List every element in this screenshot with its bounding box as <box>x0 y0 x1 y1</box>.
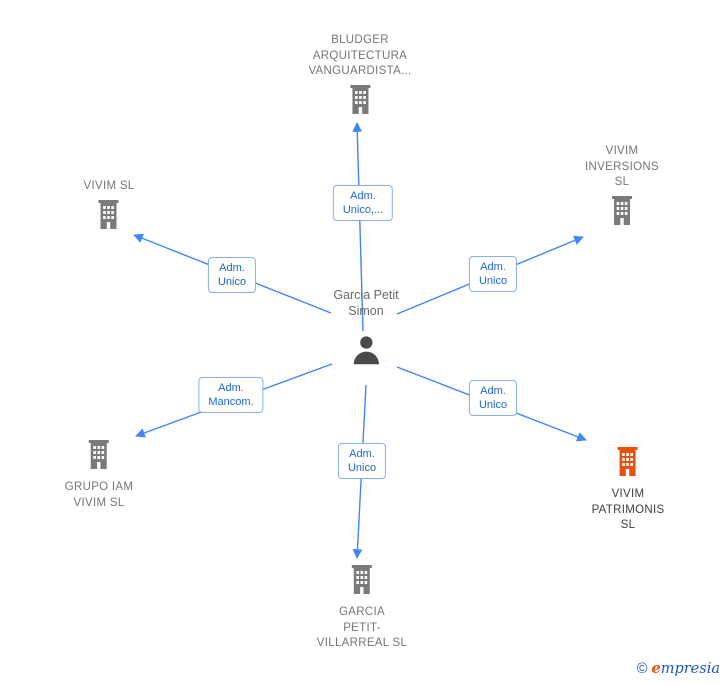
building-icon <box>88 440 109 469</box>
edge-label-adm-unico-garcia-petit-villarreal[interactable]: Adm. Unico <box>337 443 387 479</box>
node-label-line: BLUDGER <box>331 34 389 46</box>
node-label-line: ARQUITECTURA <box>312 49 408 62</box>
node-grupo-iam-vivim[interactable]: GRUPO IAM VIVIM SL <box>65 440 134 511</box>
edge-label-line: Adm. <box>219 262 245 274</box>
node-label-line: VIVIM SL <box>83 180 135 192</box>
brand-wordmark: empresia <box>651 660 720 677</box>
node-label-line: GRUPO IAM <box>64 481 134 493</box>
edge-label-adm-unico-bludger[interactable]: Adm. Unico,... <box>332 185 394 221</box>
building-icon-highlighted <box>617 447 638 476</box>
node-label-line: VILLARREAL SL <box>316 637 408 649</box>
brand-initial: e <box>651 660 661 677</box>
node-label-line: VANGUARDISTA... <box>308 65 412 77</box>
node-bludger-arquitectura[interactable]: BLUDGER ARQUITECTURA VANGUARDISTA... <box>308 33 411 119</box>
node-label: VIVIM PATRIMONIS SL <box>592 487 665 534</box>
building-icon <box>351 565 372 594</box>
arrow-to-bludger <box>352 122 364 332</box>
edge-label-line: Unico <box>478 275 508 287</box>
person-icon <box>353 336 379 365</box>
person-name: Garcia Petit Simon <box>333 288 398 319</box>
edge-label-adm-unico-vivim-sl[interactable]: Adm. Unico <box>207 257 257 293</box>
node-vivim-inversions[interactable]: VIVIM INVERSIONS SL <box>585 144 659 230</box>
person-name-line: Simon <box>348 303 384 318</box>
node-label: GARCIA PETIT- VILLARREAL SL <box>317 605 407 652</box>
node-label-line: SL <box>614 176 630 188</box>
edge-label-line: Adm. <box>350 190 376 202</box>
edge-label-line: Unico <box>347 462 377 474</box>
node-garcia-petit-villarreal[interactable]: GARCIA PETIT- VILLARREAL SL <box>317 565 407 652</box>
edge-label-line: Adm. <box>480 261 506 273</box>
edge-label-line: Mancom. <box>208 396 254 408</box>
edge-label-adm-unico-vivim-patrimonis[interactable]: Adm. Unico <box>468 380 518 416</box>
building-icon <box>98 199 119 229</box>
node-label: BLUDGER ARQUITECTURA VANGUARDISTA... <box>308 33 411 80</box>
person-name-line: Garcia Petit <box>333 288 399 302</box>
node-label: GRUPO IAM VIVIM SL <box>65 480 134 511</box>
node-label-line: VIVIM <box>605 145 639 157</box>
building-icon <box>612 195 632 225</box>
node-label: VIVIM INVERSIONS SL <box>585 144 659 191</box>
edge-label-line: Adm. <box>349 448 375 460</box>
node-garcia-petit-simon[interactable]: Garcia Petit Simon <box>333 288 399 373</box>
edge-label-line: Unico <box>478 399 508 411</box>
node-label-line: PETIT- <box>343 621 381 634</box>
edge-label-line: Unico <box>217 276 247 288</box>
empresia-logo[interactable]: © empresia <box>637 660 720 677</box>
edge-label-line: Adm. <box>480 385 506 397</box>
node-label-line: VIVIM SL <box>73 496 125 509</box>
brand-rest: mpresia <box>660 661 720 677</box>
node-label-line: PATRIMONIS <box>591 503 665 516</box>
node-vivim-sl[interactable]: VIVIM SL <box>84 179 135 234</box>
edge-label-line: Adm. <box>218 382 244 394</box>
node-label-line: VIVIM <box>611 488 645 500</box>
edge-label-line: Unico,... <box>342 204 384 216</box>
building-icon <box>350 84 370 114</box>
node-label-line: GARCIA <box>339 606 385 618</box>
node-label-line: INVERSIONS <box>585 160 659 173</box>
node-label: VIVIM SL <box>84 179 135 195</box>
edge-label-adm-mancom-grupo-iam[interactable]: Adm. Mancom. <box>198 377 264 413</box>
copyright-symbol: © <box>636 661 648 677</box>
edge-label-adm-unico-vivim-inversions[interactable]: Adm. Unico <box>468 256 518 292</box>
node-label-line: SL <box>620 519 636 531</box>
node-vivim-patrimonis[interactable]: VIVIM PATRIMONIS SL <box>592 447 665 534</box>
